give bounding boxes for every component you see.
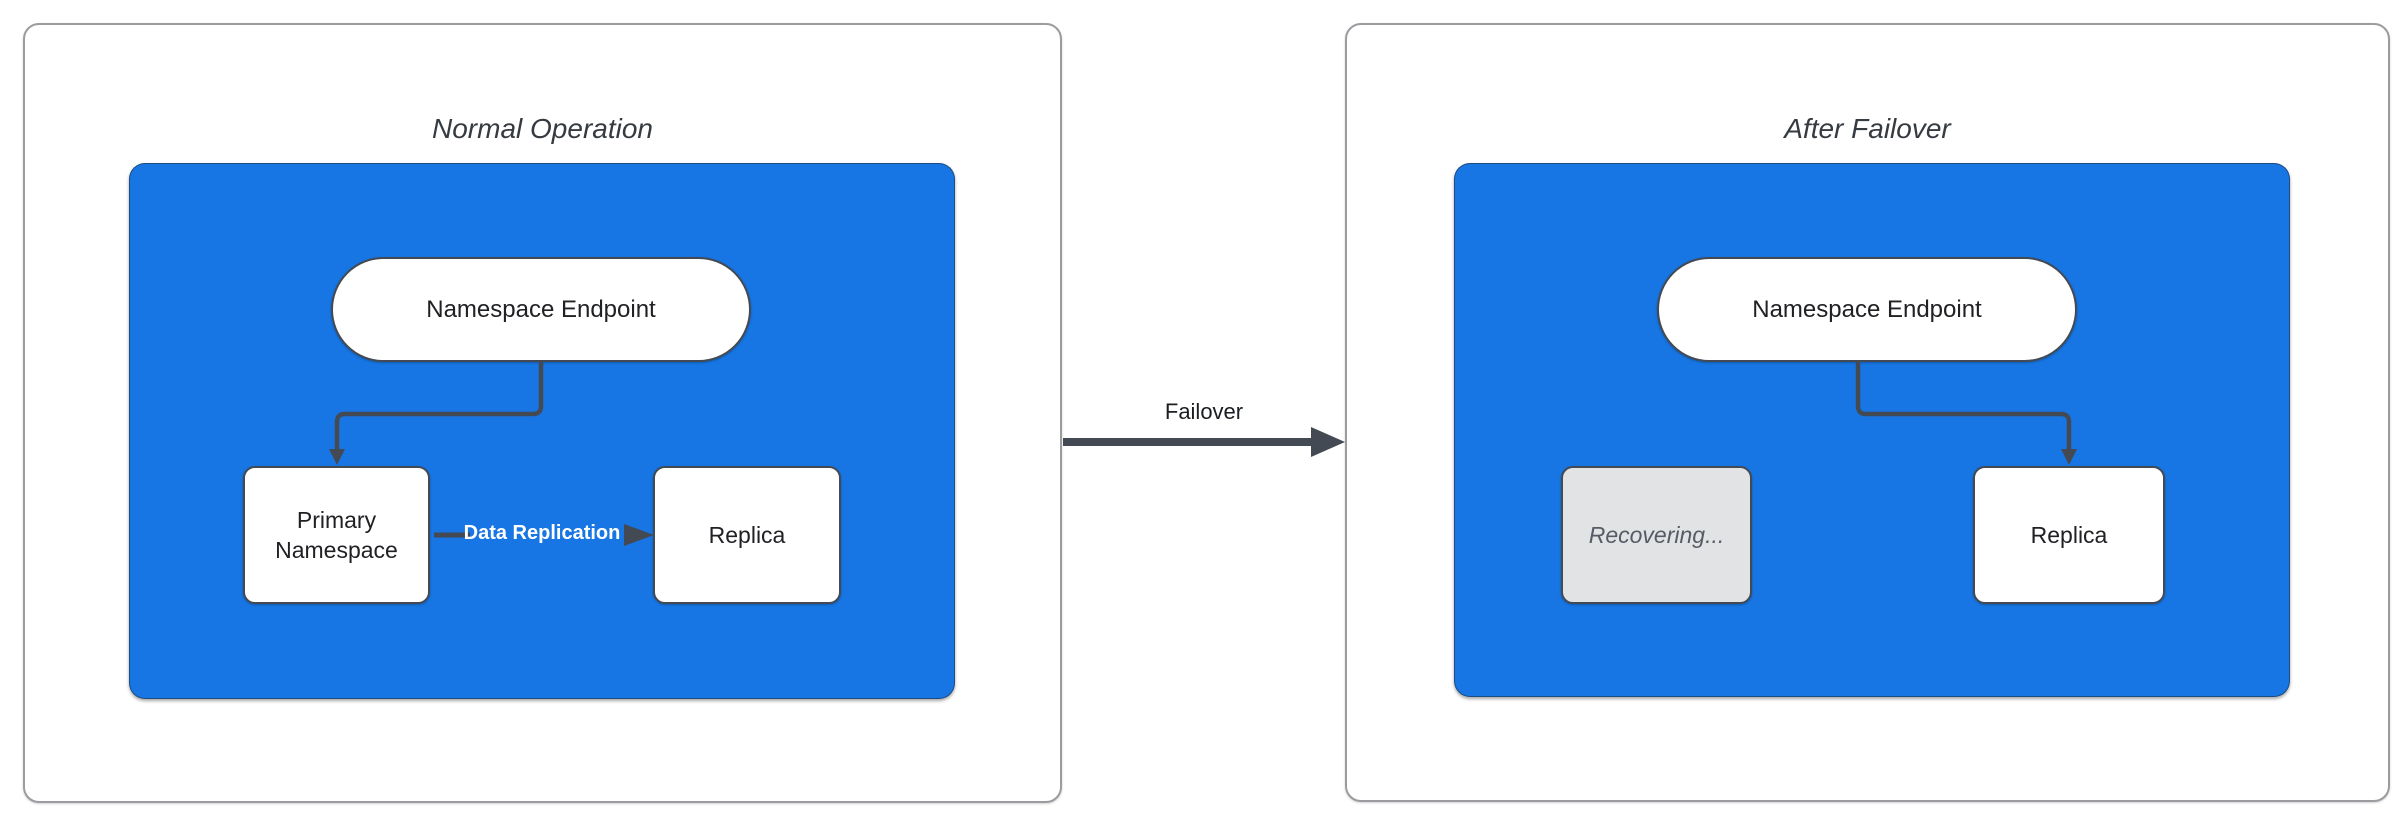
edge-label-data-replication: Data Replication [463,522,621,544]
node-namespace-endpoint-right: Namespace Endpoint [1657,257,2077,362]
panel-title-normal-operation: Normal Operation [432,113,653,144]
arrowhead-failover [1311,427,1345,457]
node-namespace-endpoint-left: Namespace Endpoint [331,257,751,362]
panel-title-after-failover: After Failover [1784,113,1951,144]
node-primary-namespace: Primary Namespace [243,466,430,604]
edge-failover-transition [1063,427,1345,457]
node-label: Primary Namespace [275,507,398,563]
node-replica-left: Replica [653,466,841,604]
node-label: Recovering... [1588,522,1725,548]
blue-container-normal [129,163,955,699]
node-label: Namespace Endpoint [426,295,656,323]
node-label: Replica [708,522,786,548]
transition-label-failover: Failover [1164,399,1244,424]
node-label: Replica [2030,522,2108,548]
node-label: Namespace Endpoint [1752,295,1982,323]
node-replica-right: Replica [1973,466,2165,604]
blue-container-failover [1454,163,2290,697]
node-recovering: Recovering... [1561,466,1752,604]
